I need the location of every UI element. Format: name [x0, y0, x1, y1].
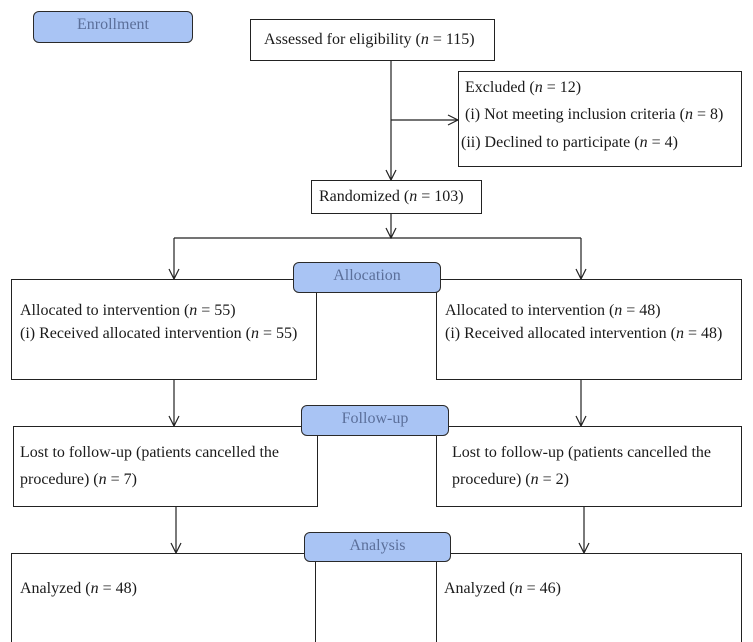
analyzed-left-text: Analyzed (n = 48): [20, 580, 137, 597]
allocated-right-text: Allocated to intervention (n = 48): [445, 302, 661, 319]
analyzed-right-text: Analyzed (n = 46): [444, 580, 561, 597]
received-right-text: (i) Received allocated intervention (n =…: [445, 325, 723, 342]
lost-left-line2: procedure) (n = 7): [20, 471, 137, 488]
allocated-left-text: Allocated to intervention (n = 55): [20, 302, 236, 319]
excluded-reason-2: (ii) Declined to participate (n = 4): [461, 134, 678, 151]
lost-right-line1: Lost to follow-up (patients cancelled th…: [452, 444, 712, 461]
assessed-box: Assessed for eligibility (n = 115): [250, 19, 495, 61]
stage-label-follow-up: Follow-up: [301, 405, 449, 436]
assessed-text: Assessed for eligibility (n = 115): [264, 31, 475, 48]
allocation-box-left: Allocated to intervention (n = 55) (i) R…: [11, 279, 317, 380]
excluded-reason-1: (i) Not meeting inclusion criteria (n = …: [465, 106, 724, 123]
stage-label-allocation: Allocation: [293, 262, 441, 293]
followup-box-left: Lost to follow-up (patients cancelled th…: [13, 426, 318, 507]
lost-left-line1: Lost to follow-up (patients cancelled th…: [20, 444, 280, 461]
lost-right-line2: procedure) (n = 2): [452, 471, 569, 488]
excluded-title: Excluded (n = 12): [465, 79, 582, 96]
stage-label-analysis: Analysis: [304, 532, 451, 562]
received-left-text: (i) Received allocated intervention (n =…: [20, 325, 298, 342]
excluded-box: Excluded (n = 12) (i) Not meeting inclus…: [458, 71, 742, 167]
randomized-box: Randomized (n = 103): [311, 180, 482, 214]
stage-label-enrollment: Enrollment: [33, 11, 193, 43]
followup-box-right: Lost to follow-up (patients cancelled th…: [436, 426, 742, 507]
analysis-box-left: Analyzed (n = 48): [11, 553, 316, 642]
analysis-box-right: Analyzed (n = 46): [436, 553, 742, 642]
allocation-box-right: Allocated to intervention (n = 48) (i) R…: [436, 279, 742, 380]
randomized-text: Randomized (n = 103): [319, 188, 464, 205]
